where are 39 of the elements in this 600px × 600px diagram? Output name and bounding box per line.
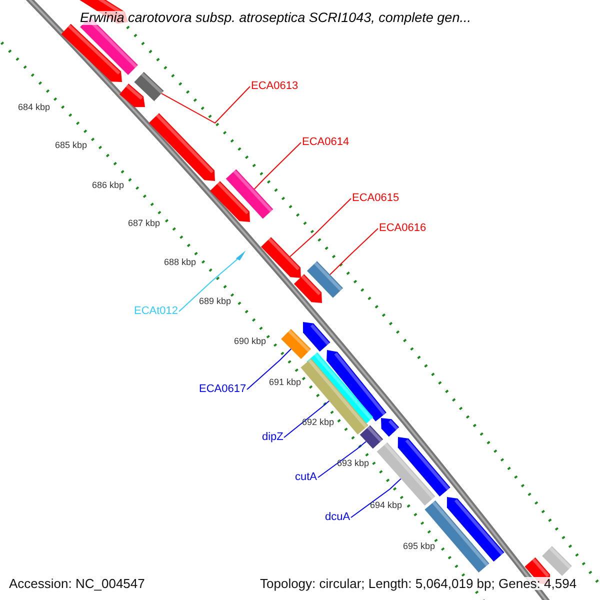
gene-label: ECA0613 (251, 81, 298, 92)
leader-line (254, 142, 302, 190)
scale-label: 695 kbp (403, 542, 436, 551)
scale-label: 685 kbp (55, 141, 88, 150)
scale-label: 693 kbp (337, 459, 370, 468)
gene-block (306, 261, 344, 298)
gene-label: ECAt012 (134, 306, 178, 317)
gene-block (281, 329, 311, 359)
info-text: Accession: NC_004547 (9, 577, 145, 590)
gene-label: dcuA (325, 512, 350, 523)
leader-line (290, 198, 352, 258)
gene-label: ECA0617 (199, 384, 246, 395)
trna-marker (236, 250, 246, 260)
gene-label: ECA0616 (379, 223, 426, 234)
leader-line (246, 348, 292, 390)
gene-block (260, 237, 301, 278)
scale-label: 688 kbp (164, 258, 196, 267)
scale-label: 692 kbp (302, 418, 334, 427)
leader-line (284, 400, 330, 438)
leader-line (350, 478, 402, 518)
leader-line (330, 228, 378, 276)
gene-block (360, 425, 384, 449)
gene-label: dipZ (262, 432, 284, 443)
gene-block (300, 358, 368, 435)
gene-block (226, 169, 274, 219)
gene-label: cutA (295, 472, 318, 483)
leader-line (178, 258, 238, 312)
scale-label: 686 kbp (92, 181, 124, 190)
scale-label: 691 kbp (269, 378, 302, 387)
scale-label: 689 kbp (199, 297, 232, 306)
scale-label: 694 kbp (370, 501, 402, 510)
scale-label: 690 kbp (234, 337, 266, 346)
leader-line (318, 441, 367, 478)
gene-label: ECA0614 (302, 137, 350, 148)
gene-block (134, 72, 164, 102)
leader-line (161, 86, 250, 124)
gene-label: ECA0615 (352, 193, 400, 204)
scale-label: 687 kbp (128, 219, 160, 228)
scale-label: 684 kbp (18, 103, 50, 112)
